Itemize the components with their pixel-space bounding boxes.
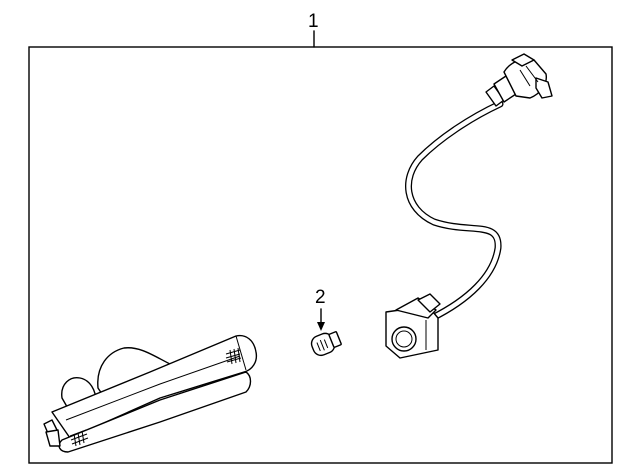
lens-hatch-right	[225, 347, 242, 365]
bulb	[310, 331, 342, 357]
assembly-frame	[28, 46, 613, 464]
bulb-socket	[385, 293, 441, 359]
callout-2-arrowhead	[317, 322, 325, 331]
callout-1-label: 1	[308, 11, 319, 32]
side-marker-lamp	[43, 334, 258, 453]
harness-connector	[485, 53, 553, 107]
callout-2-label: 2	[315, 287, 326, 308]
lens-hatch-left	[69, 429, 89, 447]
wire-harness	[405, 100, 504, 322]
